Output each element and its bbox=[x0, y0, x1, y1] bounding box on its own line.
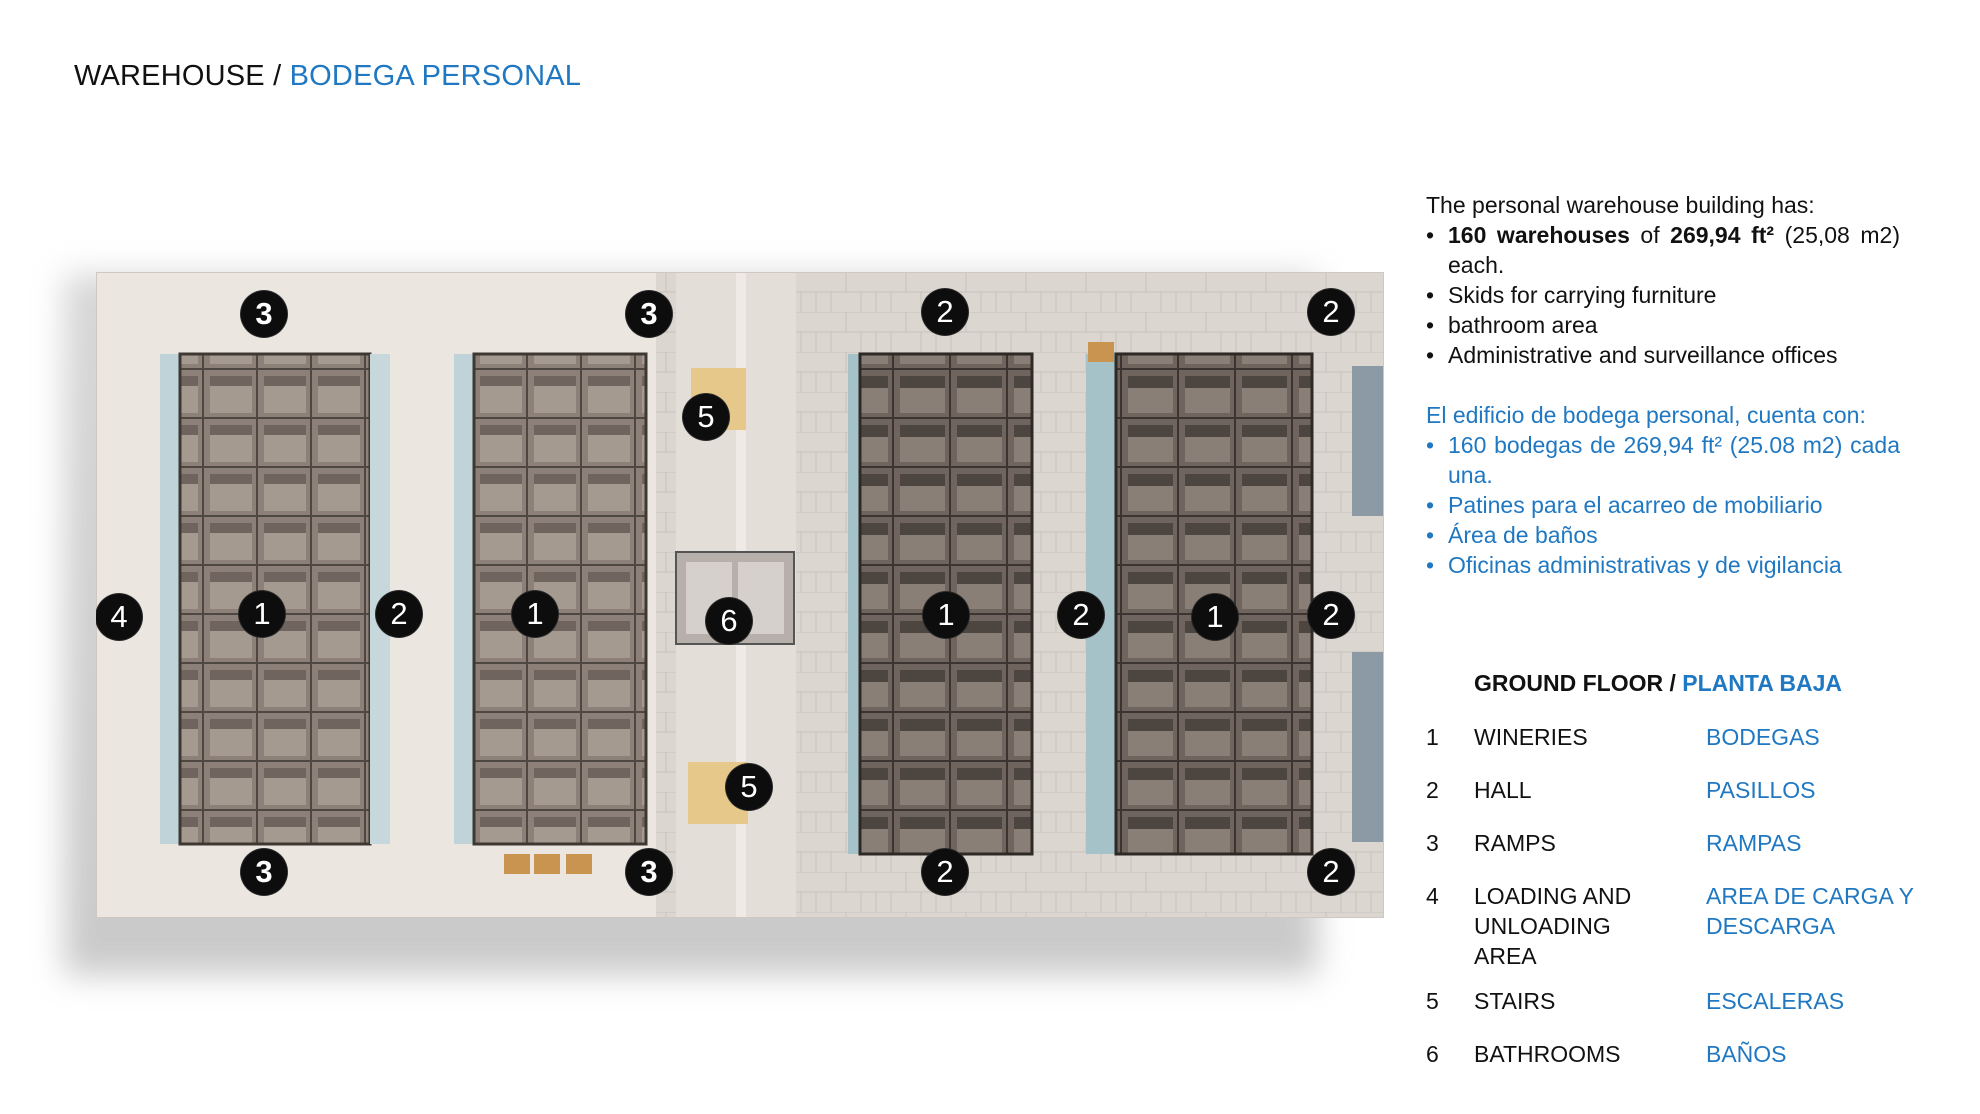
plan-marker-hall: 2 bbox=[376, 591, 422, 637]
legend-number: 1 bbox=[1426, 724, 1439, 750]
description-bullet: 160 warehouses of 269,94 ft² (25,08 m2) … bbox=[1426, 220, 1900, 280]
plan-marker-wineries: 1 bbox=[239, 591, 285, 637]
legend-label-spanish: BAÑOS bbox=[1706, 1041, 1787, 1067]
description-english: The personal warehouse building has: 160… bbox=[1426, 190, 1900, 370]
legend-number: 2 bbox=[1426, 777, 1439, 803]
plan-marker-wineries: 1 bbox=[923, 592, 969, 638]
plan-marker-hall: 2 bbox=[1308, 849, 1354, 895]
title-english: WAREHOUSE / bbox=[74, 60, 290, 92]
legend-title-spanish: PLANTA BAJA bbox=[1682, 670, 1843, 696]
plan-marker-ramp: 3 bbox=[241, 291, 287, 337]
legend-label-english: LOADING AND UNLOADING AREA bbox=[1474, 883, 1632, 969]
plan-marker-loading-area: 4 bbox=[96, 594, 142, 640]
description-bullet: Patines para el acarreo de mobiliario bbox=[1426, 490, 1900, 520]
description-bullet: Skids for carrying furniture bbox=[1426, 280, 1900, 310]
legend-number: 4 bbox=[1426, 883, 1439, 909]
legend-label-english: HALL bbox=[1474, 777, 1532, 803]
legend-number: 5 bbox=[1426, 988, 1439, 1014]
legend-label-spanish: ESCALERAS bbox=[1706, 988, 1845, 1014]
plan-marker-hall: 2 bbox=[922, 849, 968, 895]
plan-marker-stairs: 5 bbox=[683, 394, 729, 440]
plan-marker-hall: 2 bbox=[1058, 592, 1104, 638]
description-bullet: 160 bodegas de 269,94 ft² (25.08 m2) cad… bbox=[1426, 430, 1900, 490]
legend-label-spanish: BODEGAS bbox=[1706, 724, 1820, 750]
floor-plan-render: 3 3 2 2 5 4 1 2 1 6 1 2 1 2 5 3 3 2 2 bbox=[96, 272, 1384, 918]
legend-label-english: STAIRS bbox=[1474, 988, 1556, 1014]
plan-marker-ramp: 3 bbox=[626, 291, 672, 337]
legend-label-english: BATHROOMS bbox=[1474, 1041, 1621, 1067]
title-spanish: BODEGA PERSONAL bbox=[289, 60, 582, 92]
legend-number: 3 bbox=[1426, 830, 1439, 856]
description-bullet: Administrative and surveillance offices bbox=[1426, 340, 1900, 370]
plan-marker-bathrooms: 6 bbox=[706, 598, 752, 644]
plan-marker-ramp: 3 bbox=[241, 849, 287, 895]
plan-marker-hall: 2 bbox=[922, 289, 968, 335]
description-spanish: El edificio de bodega personal, cuenta c… bbox=[1426, 400, 1900, 580]
description-bullet: Área de baños bbox=[1426, 520, 1900, 550]
page-title: WAREHOUSE / BODEGA PERSONAL bbox=[74, 60, 581, 93]
legend-label-spanish: RAMPAS bbox=[1706, 830, 1802, 856]
legend-title: GROUND FLOOR / PLANTA BAJA bbox=[1474, 670, 1842, 697]
legend-number: 6 bbox=[1426, 1041, 1439, 1067]
plan-marker-stairs: 5 bbox=[726, 764, 772, 810]
plan-marker-hall: 2 bbox=[1308, 289, 1354, 335]
description-intro: The personal warehouse building has: bbox=[1426, 192, 1815, 218]
floor-plan-drawing bbox=[96, 272, 1384, 918]
description-intro: El edificio de bodega personal, cuenta c… bbox=[1426, 402, 1866, 428]
description-bullet: Oficinas administrativas y de vigilancia bbox=[1426, 550, 1900, 580]
plan-marker-hall: 2 bbox=[1308, 592, 1354, 638]
legend-label-english: RAMPS bbox=[1474, 830, 1556, 856]
legend-label-spanish: AREA DE CARGA Y DESCARGA bbox=[1706, 883, 1914, 939]
legend-label-spanish: PASILLOS bbox=[1706, 777, 1816, 803]
legend-title-english: GROUND FLOOR / bbox=[1474, 670, 1683, 696]
plan-marker-ramp: 3 bbox=[626, 849, 672, 895]
description-bullet: bathroom area bbox=[1426, 310, 1900, 340]
legend-label-english: WINERIES bbox=[1474, 724, 1588, 750]
plan-marker-wineries: 1 bbox=[512, 591, 558, 637]
plan-marker-wineries: 1 bbox=[1192, 594, 1238, 640]
